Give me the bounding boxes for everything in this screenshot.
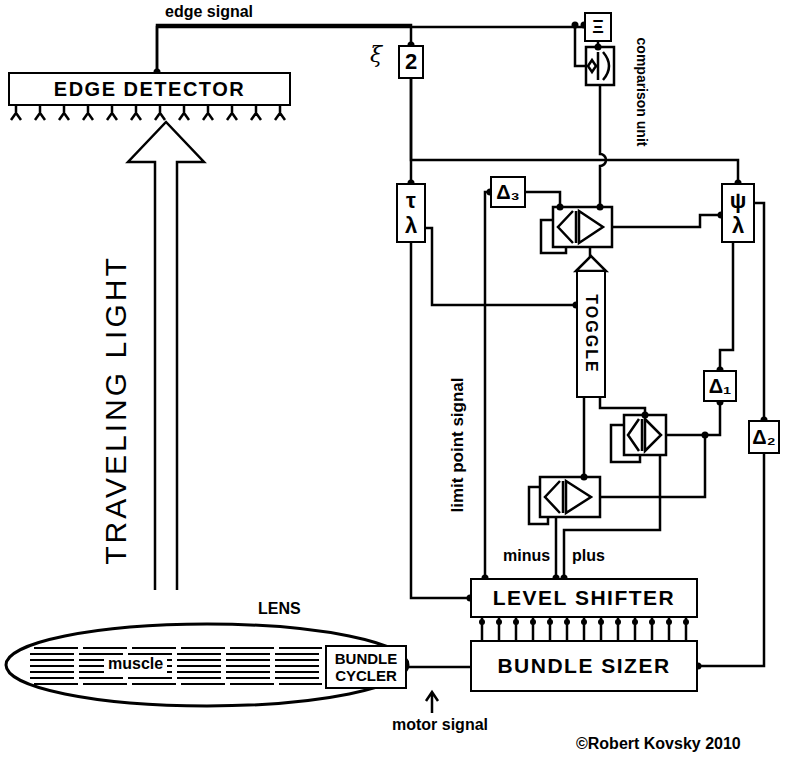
junction-dot	[479, 619, 485, 625]
lens-ellipse-outline	[6, 624, 408, 706]
unit-label: comparison unit	[634, 38, 650, 147]
signal-label: minus	[503, 547, 550, 565]
detector-box: EDGE DETECTOR	[8, 72, 291, 106]
photo-sensors	[11, 106, 285, 120]
comparison-symbol	[588, 52, 609, 80]
light-arrow	[128, 122, 204, 590]
wire	[157, 25, 411, 72]
flip-flop-symbol	[628, 419, 661, 451]
tau-lambda-box: τ λ	[396, 183, 426, 243]
junction-dot	[557, 204, 564, 211]
node-text: Ξ	[592, 17, 604, 38]
wire	[755, 203, 764, 420]
wire	[600, 398, 645, 415]
wire	[612, 215, 721, 227]
xi-box: Ξ	[584, 12, 612, 42]
junction-dot	[595, 44, 602, 51]
flip-flop-symbol	[545, 481, 591, 513]
node-text: τ λ	[400, 188, 422, 239]
junction-dot	[702, 432, 709, 439]
junction-dot	[496, 619, 502, 625]
junction-dot	[597, 204, 604, 211]
flip-flop-symbol	[558, 211, 603, 243]
signal-label: limit point signal	[448, 377, 468, 512]
node-text: muscle	[104, 655, 167, 673]
wire	[411, 243, 470, 598]
bundle-sizer-box: BUNDLE SIZER	[470, 640, 698, 692]
wire	[541, 220, 566, 253]
light-label: TRAVELING LIGHT	[99, 255, 134, 565]
wire	[583, 618, 586, 640]
junction-dot	[649, 619, 655, 625]
node-text: Δ₁	[709, 375, 732, 398]
node-text: BUNDLE CYCLER	[329, 650, 403, 685]
level-lines	[482, 618, 686, 640]
psi-lambda-box: ψ λ	[721, 183, 755, 243]
wire	[157, 27, 584, 72]
junction-dot	[513, 619, 519, 625]
signal-label: motor signal	[392, 716, 488, 734]
flip-flop	[624, 415, 666, 455]
delta-box: Δ₂	[748, 420, 780, 454]
copyright-note: ©Robert Kovsky 2010	[576, 735, 741, 753]
junction-dot	[632, 619, 638, 625]
wire	[666, 402, 720, 435]
muscle-fibres	[30, 648, 322, 684]
delta-box: Δ₃	[490, 176, 526, 208]
wire	[720, 243, 733, 370]
wire	[583, 398, 586, 477]
lens-ellipse: muscle BUNDLE CYCLER	[4, 622, 410, 708]
toggle-cap	[576, 256, 606, 271]
junction-dot	[564, 619, 570, 625]
comparison-unit	[586, 47, 614, 85]
wire	[555, 517, 558, 578]
level-shifter-box: LEVEL SHIFTER	[470, 578, 698, 618]
signal-label: edge signal	[165, 3, 253, 21]
node-text: LEVEL SHIFTER	[493, 586, 675, 610]
junction-dot	[598, 619, 604, 625]
junction-dot	[642, 412, 649, 419]
node-text: 2	[405, 49, 417, 74]
node-text: BUNDLE SIZER	[497, 654, 670, 678]
part-label: LENS	[258, 600, 301, 618]
symbol-label: ξ	[370, 42, 382, 67]
junction-dot	[530, 619, 536, 625]
node-text: ψ λ	[725, 188, 751, 239]
wire	[564, 455, 660, 578]
flip-flop	[553, 207, 612, 247]
motor-arrow	[426, 692, 438, 713]
flip-flop	[540, 477, 600, 517]
junction-dot	[666, 619, 672, 625]
bundle-cycler-box: BUNDLE CYCLER	[325, 645, 407, 689]
wire	[600, 435, 705, 497]
wire	[529, 487, 548, 524]
wire	[600, 85, 606, 207]
node-text: TOGGLE	[582, 294, 600, 373]
signal-label: plus	[572, 547, 605, 565]
wire	[485, 192, 490, 578]
junction-dot	[547, 619, 553, 625]
node-text: EDGE DETECTOR	[54, 78, 245, 101]
delta-box: Δ₁	[703, 370, 737, 402]
junction-dot	[615, 619, 621, 625]
doubler-box: 2	[398, 45, 424, 79]
wire	[426, 228, 576, 305]
toggle-box: TOGGLE	[576, 270, 606, 398]
wire	[411, 79, 738, 183]
wire	[407, 666, 470, 669]
wire	[611, 425, 640, 462]
junction-dot	[683, 619, 689, 625]
node-text: Δ₂	[752, 426, 775, 449]
wire	[698, 454, 764, 666]
wire	[526, 192, 560, 207]
node-text: Δ₃	[496, 181, 520, 204]
junction-dot	[581, 474, 588, 481]
